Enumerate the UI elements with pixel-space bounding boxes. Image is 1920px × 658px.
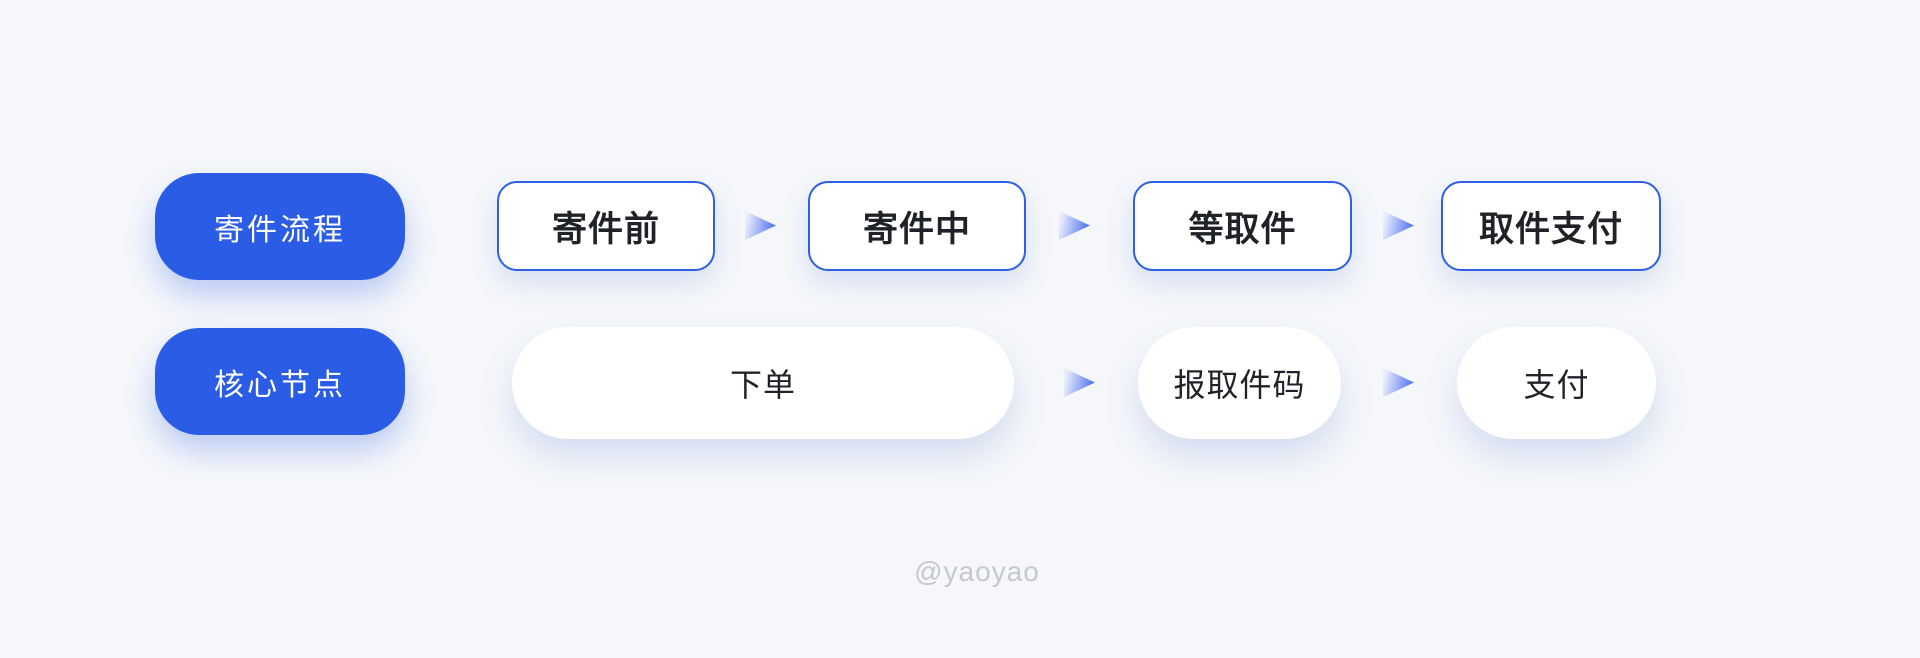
step-node-awaiting-pickup: 等取件 xyxy=(1133,181,1352,271)
step-node-shipping-in-progress: 寄件中 xyxy=(808,181,1026,271)
arrow-right-icon xyxy=(1383,211,1414,240)
core-node-payment: 支付 xyxy=(1457,327,1656,439)
row-label-core-nodes: 核心节点 xyxy=(155,328,405,435)
arrow-right-icon xyxy=(1383,368,1414,397)
core-node-place-order: 下单 xyxy=(512,327,1014,439)
step-node-pickup-payment: 取件支付 xyxy=(1441,181,1661,271)
core-node-report-pickup-code: 报取件码 xyxy=(1138,327,1341,439)
arrow-right-icon xyxy=(745,211,776,240)
arrow-right-icon xyxy=(1059,211,1090,240)
step-node-before-shipping: 寄件前 xyxy=(497,181,715,271)
watermark: @yaoyao xyxy=(914,556,1040,587)
arrow-right-icon xyxy=(1064,368,1095,397)
row-label-shipping-process: 寄件流程 xyxy=(155,173,405,280)
